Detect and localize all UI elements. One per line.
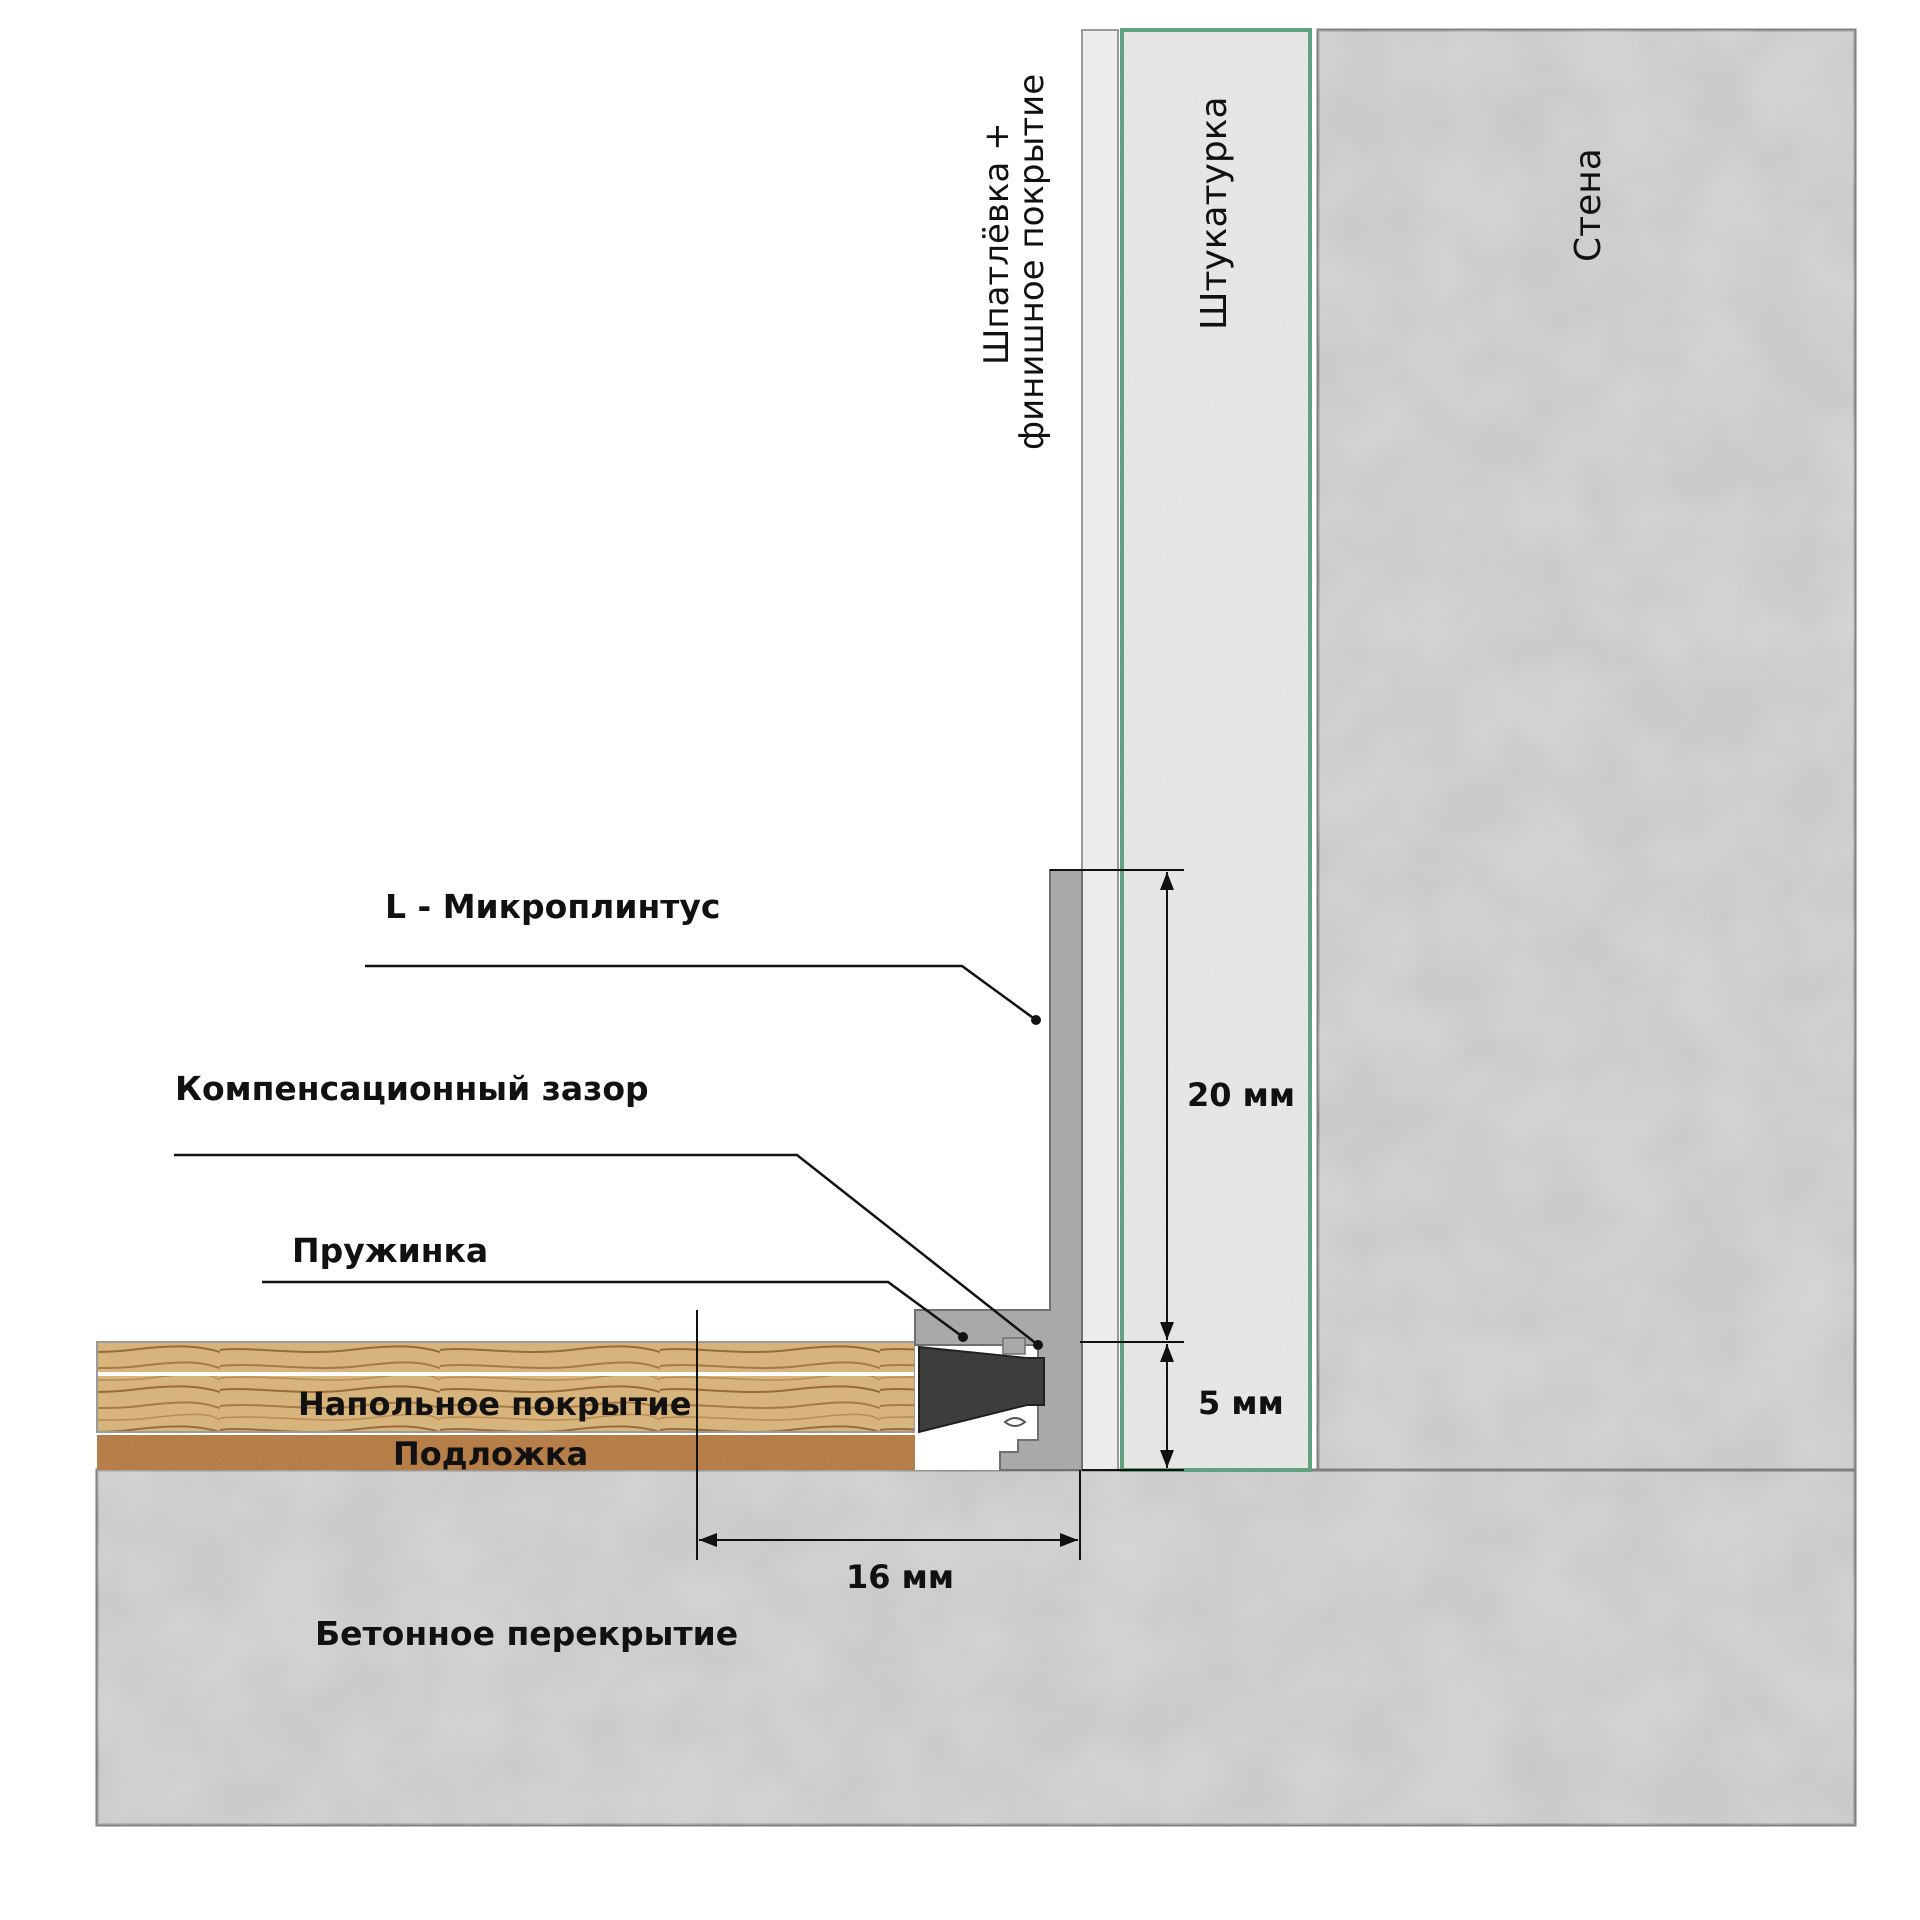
wall-concrete-texture [1318,30,1855,1470]
dim-arrow-5mm-bottom [1160,1450,1174,1468]
leader-spring-dot [958,1332,968,1342]
spring-element [918,1345,1045,1434]
dim-arrow-20mm-bottom [1160,1322,1174,1340]
profile-tab [1002,1337,1026,1355]
underlay-texture [97,1435,915,1470]
label-putty-line1: Шпатлёвка + [977,122,1017,365]
label-wall: Стена [1568,148,1609,262]
plaster-texture [1122,30,1310,1470]
label-micro-plinth: L - Микроплинтус [385,887,720,926]
dim-arrow-16mm-right [1060,1533,1078,1547]
dim-arrow-5mm-top [1160,1344,1174,1362]
dim-arrow-16mm-left [699,1533,717,1547]
label-expansion-gap: Компенсационный зазор [175,1069,649,1108]
dim-label-20mm: 20 мм [1187,1076,1295,1114]
leader-micro-plinth-dot [1031,1015,1041,1025]
dim-label-16mm: 16 мм [846,1558,954,1596]
concrete-slab-texture [97,1470,1855,1825]
floor-covering-top [97,1342,915,1372]
leader-expansion-gap-dot [1033,1340,1043,1350]
label-putty-line2: финишное покрытие [1012,74,1052,450]
putty-finish-layer [1081,29,1119,1471]
dim-arrow-20mm-top [1160,872,1174,890]
label-plaster: Штукатурка [1194,96,1235,330]
label-underlay: Подложка [393,1435,588,1473]
label-spring: Пружинка [292,1231,488,1270]
leader-micro-plinth [365,964,1037,1022]
plaster-border [1120,28,1312,1472]
leader-spring [262,1280,964,1339]
floor-covering-bottom [97,1376,915,1432]
profile-hook [1003,1417,1027,1427]
dim-label-5mm: 5 мм [1198,1384,1284,1422]
label-floor-covering: Напольное покрытие [298,1385,691,1423]
label-concrete-slab: Бетонное перекрытие [315,1614,738,1653]
leader-expansion-gap [174,1153,1039,1346]
